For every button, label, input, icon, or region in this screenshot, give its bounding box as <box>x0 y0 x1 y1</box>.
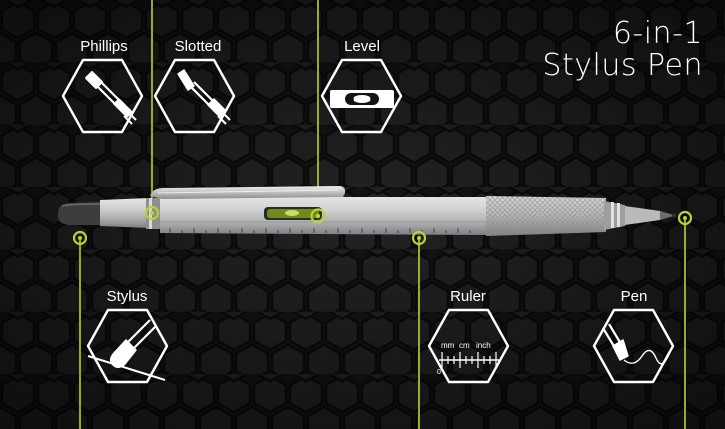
ruler-icon <box>427 308 510 384</box>
marker-level <box>310 208 326 224</box>
title-line-2: Stylus Pen <box>542 48 703 83</box>
marker-pen <box>677 210 693 226</box>
label-pen: Pen <box>620 288 648 305</box>
label-level: Level <box>344 38 380 55</box>
page-title: 6-in-1 Stylus Pen <box>542 18 703 82</box>
ruler-inch-label: inch <box>476 341 491 350</box>
leader-lines <box>79 0 686 429</box>
ruler-zero-label: 0 <box>437 369 441 376</box>
title-line-1: 6-in-1 <box>612 16 703 51</box>
ruler-mm-label: mm <box>441 341 455 350</box>
marker-slotted <box>144 205 160 221</box>
slotted-screwdriver-icon <box>153 58 236 134</box>
ruler-cm-label: cm <box>459 341 470 350</box>
spirit-level-icon <box>320 58 403 134</box>
label-phillips: Phillips <box>80 38 128 55</box>
marker-ruler <box>411 230 427 246</box>
phillips-screwdriver-icon <box>61 58 144 134</box>
label-ruler: Ruler <box>450 288 486 305</box>
marker-stylus <box>72 230 88 246</box>
stylus-pen-image <box>58 186 676 236</box>
stylus-tip-icon <box>86 308 169 384</box>
callout-markers <box>72 205 693 246</box>
label-stylus: Stylus <box>106 288 148 305</box>
label-slotted: Slotted <box>174 38 222 55</box>
pen-writing-icon <box>592 308 675 384</box>
